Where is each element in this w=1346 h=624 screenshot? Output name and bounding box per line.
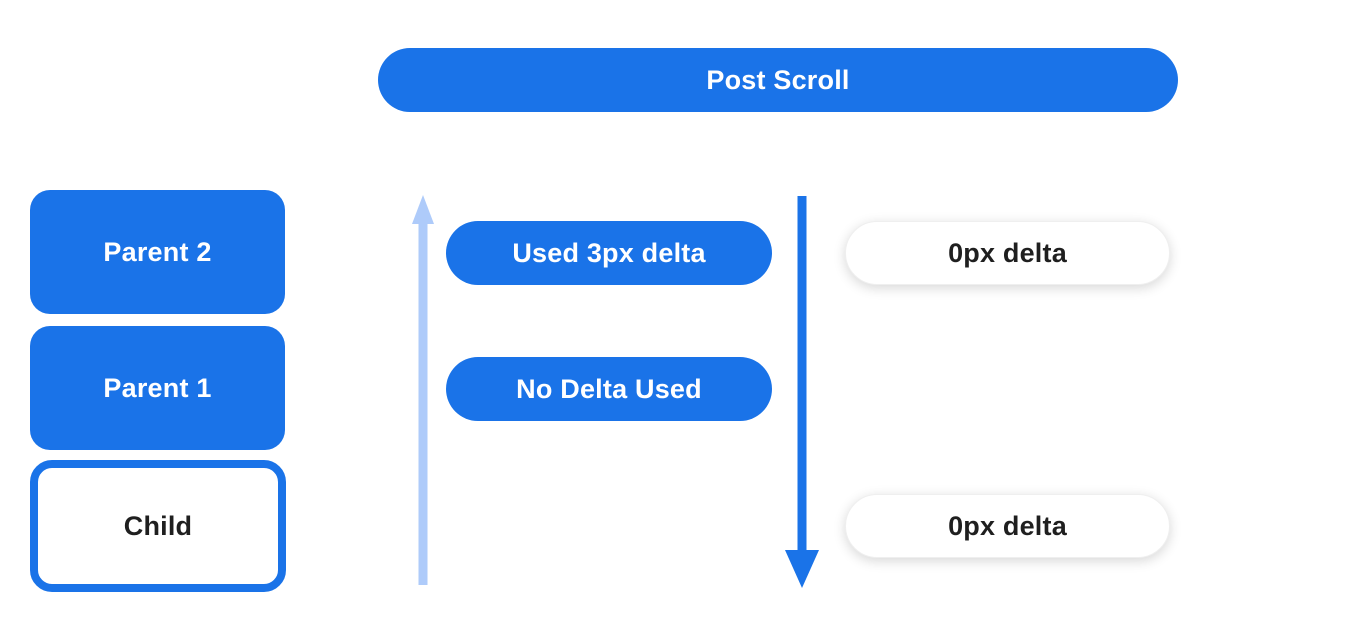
zero-delta-bottom-pill: 0px delta bbox=[845, 494, 1170, 558]
up-arrow-icon bbox=[412, 195, 434, 585]
down-arrow-icon bbox=[785, 196, 819, 588]
parent-1-node: Parent 1 bbox=[30, 326, 285, 450]
post-scroll-title-pill: Post Scroll bbox=[378, 48, 1178, 112]
zero-delta-top-label: 0px delta bbox=[948, 237, 1067, 268]
child-node: Child bbox=[30, 460, 286, 592]
used-3px-delta-pill: Used 3px delta bbox=[446, 221, 772, 285]
post-scroll-title-label: Post Scroll bbox=[706, 64, 850, 95]
parent-2-label: Parent 2 bbox=[103, 236, 212, 267]
parent-1-label: Parent 1 bbox=[103, 372, 212, 403]
child-label: Child bbox=[123, 510, 193, 541]
parent-2-node: Parent 2 bbox=[30, 190, 285, 314]
zero-delta-bottom-label: 0px delta bbox=[948, 510, 1067, 541]
used-3px-delta-label: Used 3px delta bbox=[512, 237, 706, 268]
no-delta-used-pill: No Delta Used bbox=[446, 357, 772, 421]
zero-delta-top-pill: 0px delta bbox=[845, 221, 1170, 285]
no-delta-used-label: No Delta Used bbox=[516, 373, 702, 404]
